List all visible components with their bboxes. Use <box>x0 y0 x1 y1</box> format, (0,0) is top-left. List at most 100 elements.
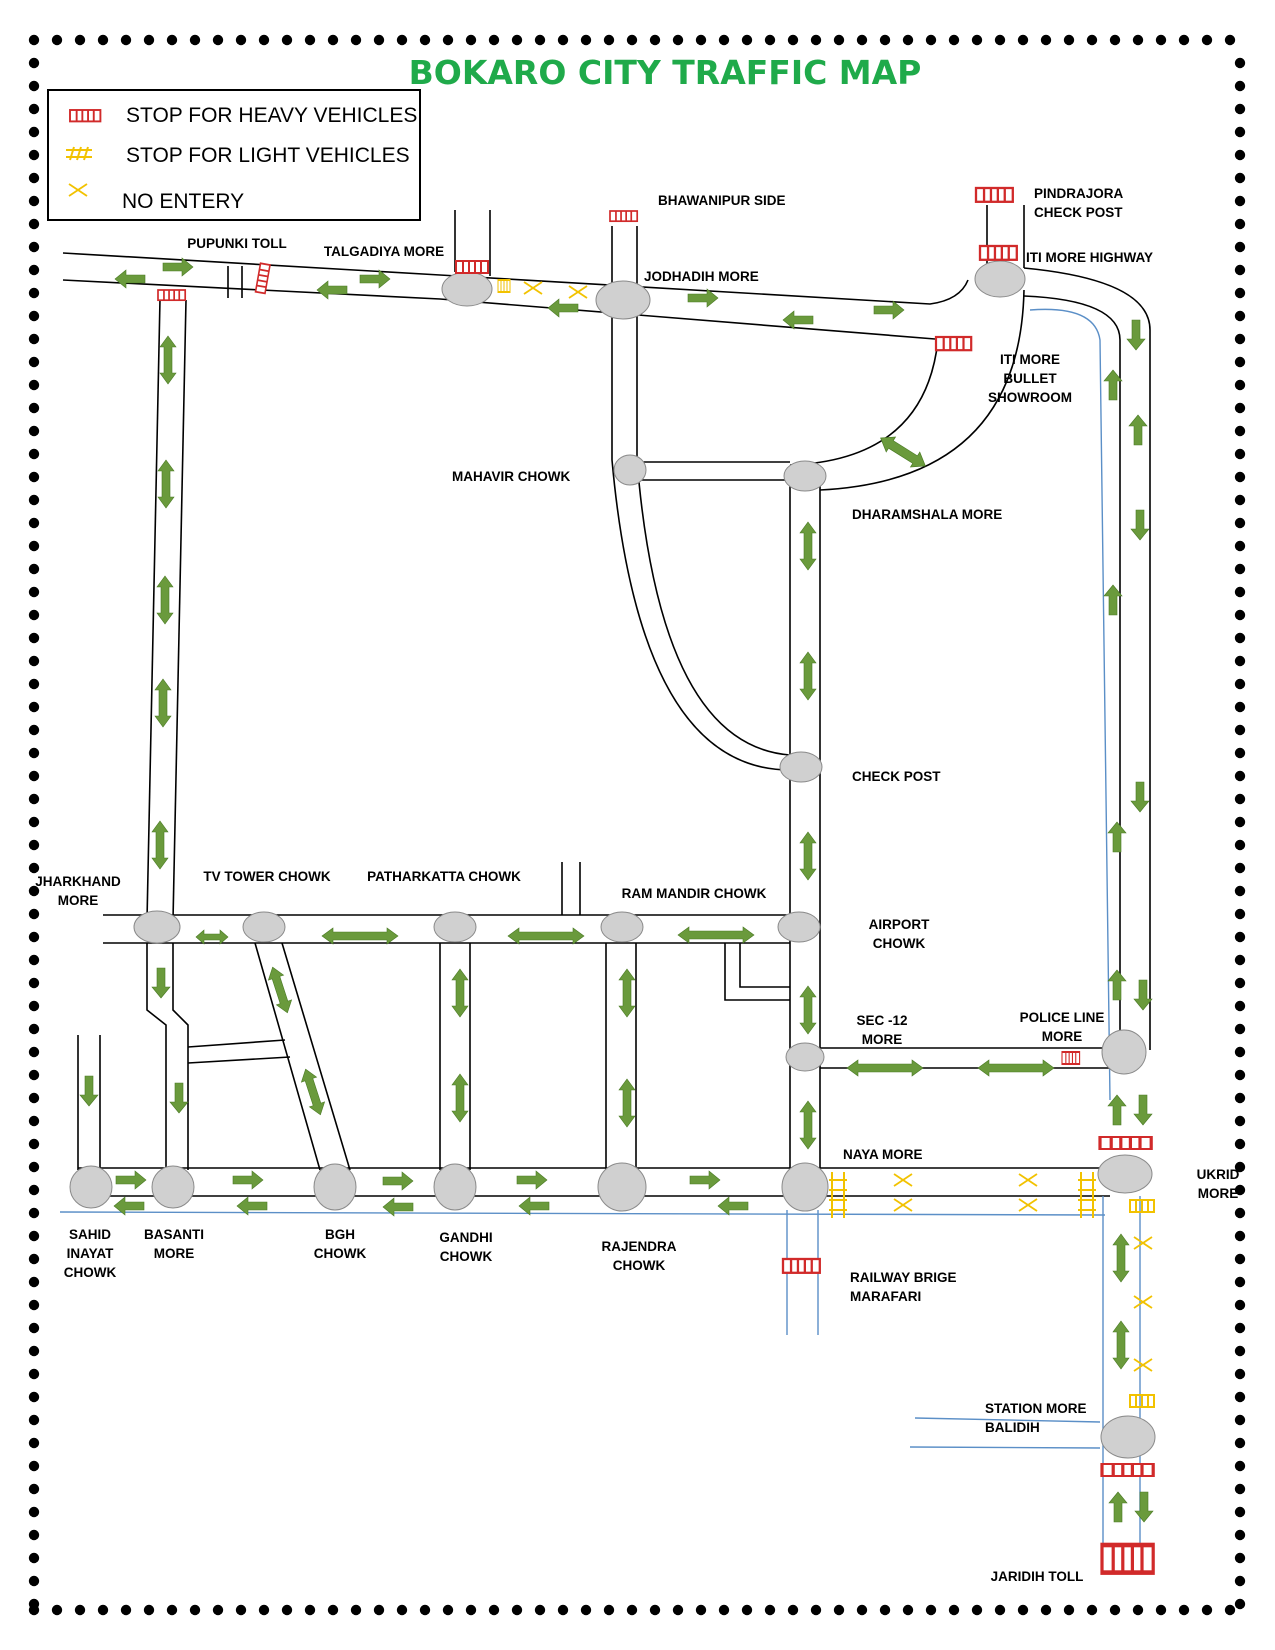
place-label-line: TALGADIYA MORE <box>324 244 444 259</box>
arrow-right-icon <box>689 1170 721 1190</box>
label-naya-more: NAYA MORE <box>843 1147 923 1162</box>
border-dot <box>488 1604 500 1616</box>
node-rajendra <box>597 1162 647 1212</box>
border-dot <box>28 1299 40 1311</box>
double-arrow-icon <box>875 430 931 474</box>
heavy-stop-icon <box>1102 1545 1153 1573</box>
border-dot <box>28 793 40 805</box>
node-ukrid <box>1097 1154 1153 1194</box>
place-label-line: RAM MANDIR CHOWK <box>622 886 767 901</box>
light-stop-icon <box>1129 1394 1155 1408</box>
place-label-line: MORE <box>1198 1186 1239 1201</box>
border-dot <box>1234 218 1246 230</box>
border-dot <box>1178 34 1190 46</box>
border-dot <box>764 1604 776 1616</box>
border-dot <box>557 1604 569 1616</box>
arrow-down-icon <box>1126 319 1146 351</box>
place-label-line: BHAWANIPUR SIDE <box>658 193 786 208</box>
border-dot <box>189 34 201 46</box>
border-dot <box>1234 1046 1246 1058</box>
node-jodhadih <box>595 280 651 320</box>
arrow-left-icon <box>518 1196 550 1216</box>
border-dot <box>28 540 40 552</box>
border-dot <box>1040 1604 1052 1616</box>
border-dot <box>718 34 730 46</box>
border-dot <box>695 34 707 46</box>
no-entry-icon <box>1133 1236 1153 1250</box>
node-iti-highway <box>974 260 1026 298</box>
node-bgh <box>313 1163 357 1211</box>
border-dot <box>28 103 40 115</box>
border-dot <box>1234 1207 1246 1219</box>
place-label-line: BASANTI <box>144 1227 204 1242</box>
border-dot <box>28 195 40 207</box>
border-dot <box>1063 34 1075 46</box>
border-dot <box>1234 954 1246 966</box>
border-dot <box>1234 793 1246 805</box>
label-patharkatta-chowk: PATHARKATTA CHOWK <box>367 869 521 884</box>
border-dot <box>28 34 40 46</box>
border-dot <box>28 1575 40 1587</box>
border-dot <box>1155 1604 1167 1616</box>
node-jharkhand <box>133 910 181 944</box>
border-dot <box>235 34 247 46</box>
place-label-line: POLICE LINE <box>1020 1010 1105 1025</box>
label-mahavir-chowk: MAHAVIR CHOWK <box>452 469 570 484</box>
border-dot <box>1234 1253 1246 1265</box>
double-arrow-icon <box>451 1073 469 1123</box>
border-dot <box>833 34 845 46</box>
border-dot <box>28 264 40 276</box>
border-dot <box>833 1604 845 1616</box>
traffic-arrows <box>79 257 1154 1523</box>
border-dot <box>28 310 40 322</box>
border-dot <box>51 1604 63 1616</box>
double-arrow-icon <box>1112 1233 1130 1283</box>
border-dot <box>1224 34 1236 46</box>
heavy-stop-icon <box>781 1257 821 1274</box>
border-dot <box>1234 1138 1246 1150</box>
border-dot <box>28 770 40 782</box>
border-dot <box>1234 747 1246 759</box>
border-dot <box>1234 632 1246 644</box>
border-dot <box>28 724 40 736</box>
border-dot <box>143 1604 155 1616</box>
place-label-line: SAHID <box>69 1227 111 1242</box>
border-dot <box>97 1604 109 1616</box>
border-dot <box>350 1604 362 1616</box>
border-dot <box>1234 1368 1246 1380</box>
legend-heavy-label: STOP FOR HEAVY VEHICLES <box>126 104 417 127</box>
place-label-line: CHOWK <box>314 1246 367 1261</box>
place-label-line: CHOWK <box>873 936 926 951</box>
border-dot <box>1132 1604 1144 1616</box>
place-label-line: SEC -12 <box>856 1013 907 1028</box>
border-dot <box>971 1604 983 1616</box>
place-label-line: INAYAT <box>67 1246 115 1261</box>
border-dot <box>1040 34 1052 46</box>
arrow-down-icon <box>1130 509 1150 541</box>
border-dot <box>994 34 1006 46</box>
place-labels: PUPUNKI TOLL TALGADIYA MORE BHAWANIPUR S… <box>35 186 1239 1584</box>
border-dot <box>28 747 40 759</box>
border-dot <box>1234 1575 1246 1587</box>
double-arrow-icon <box>799 985 817 1035</box>
arrow-up-icon <box>1107 969 1127 1001</box>
border-dot <box>28 1506 40 1518</box>
border-dot <box>948 1604 960 1616</box>
border-dot <box>28 1345 40 1357</box>
border-dot <box>419 1604 431 1616</box>
arrow-up-icon <box>1108 1491 1128 1523</box>
border-dot <box>1234 1598 1246 1610</box>
border-dot <box>235 1604 247 1616</box>
border-dot <box>28 241 40 253</box>
place-label-line: RAJENDRA <box>601 1239 676 1254</box>
roundabouts <box>69 260 1156 1459</box>
border-dot <box>1178 1604 1190 1616</box>
double-arrow-icon <box>799 1100 817 1150</box>
border-dot <box>1234 1069 1246 1081</box>
place-label-line: NAYA MORE <box>843 1147 923 1162</box>
place-label-line: MAHAVIR CHOWK <box>452 469 570 484</box>
border-dot <box>28 1529 40 1541</box>
border-dot <box>580 1604 592 1616</box>
border-dot <box>856 34 868 46</box>
